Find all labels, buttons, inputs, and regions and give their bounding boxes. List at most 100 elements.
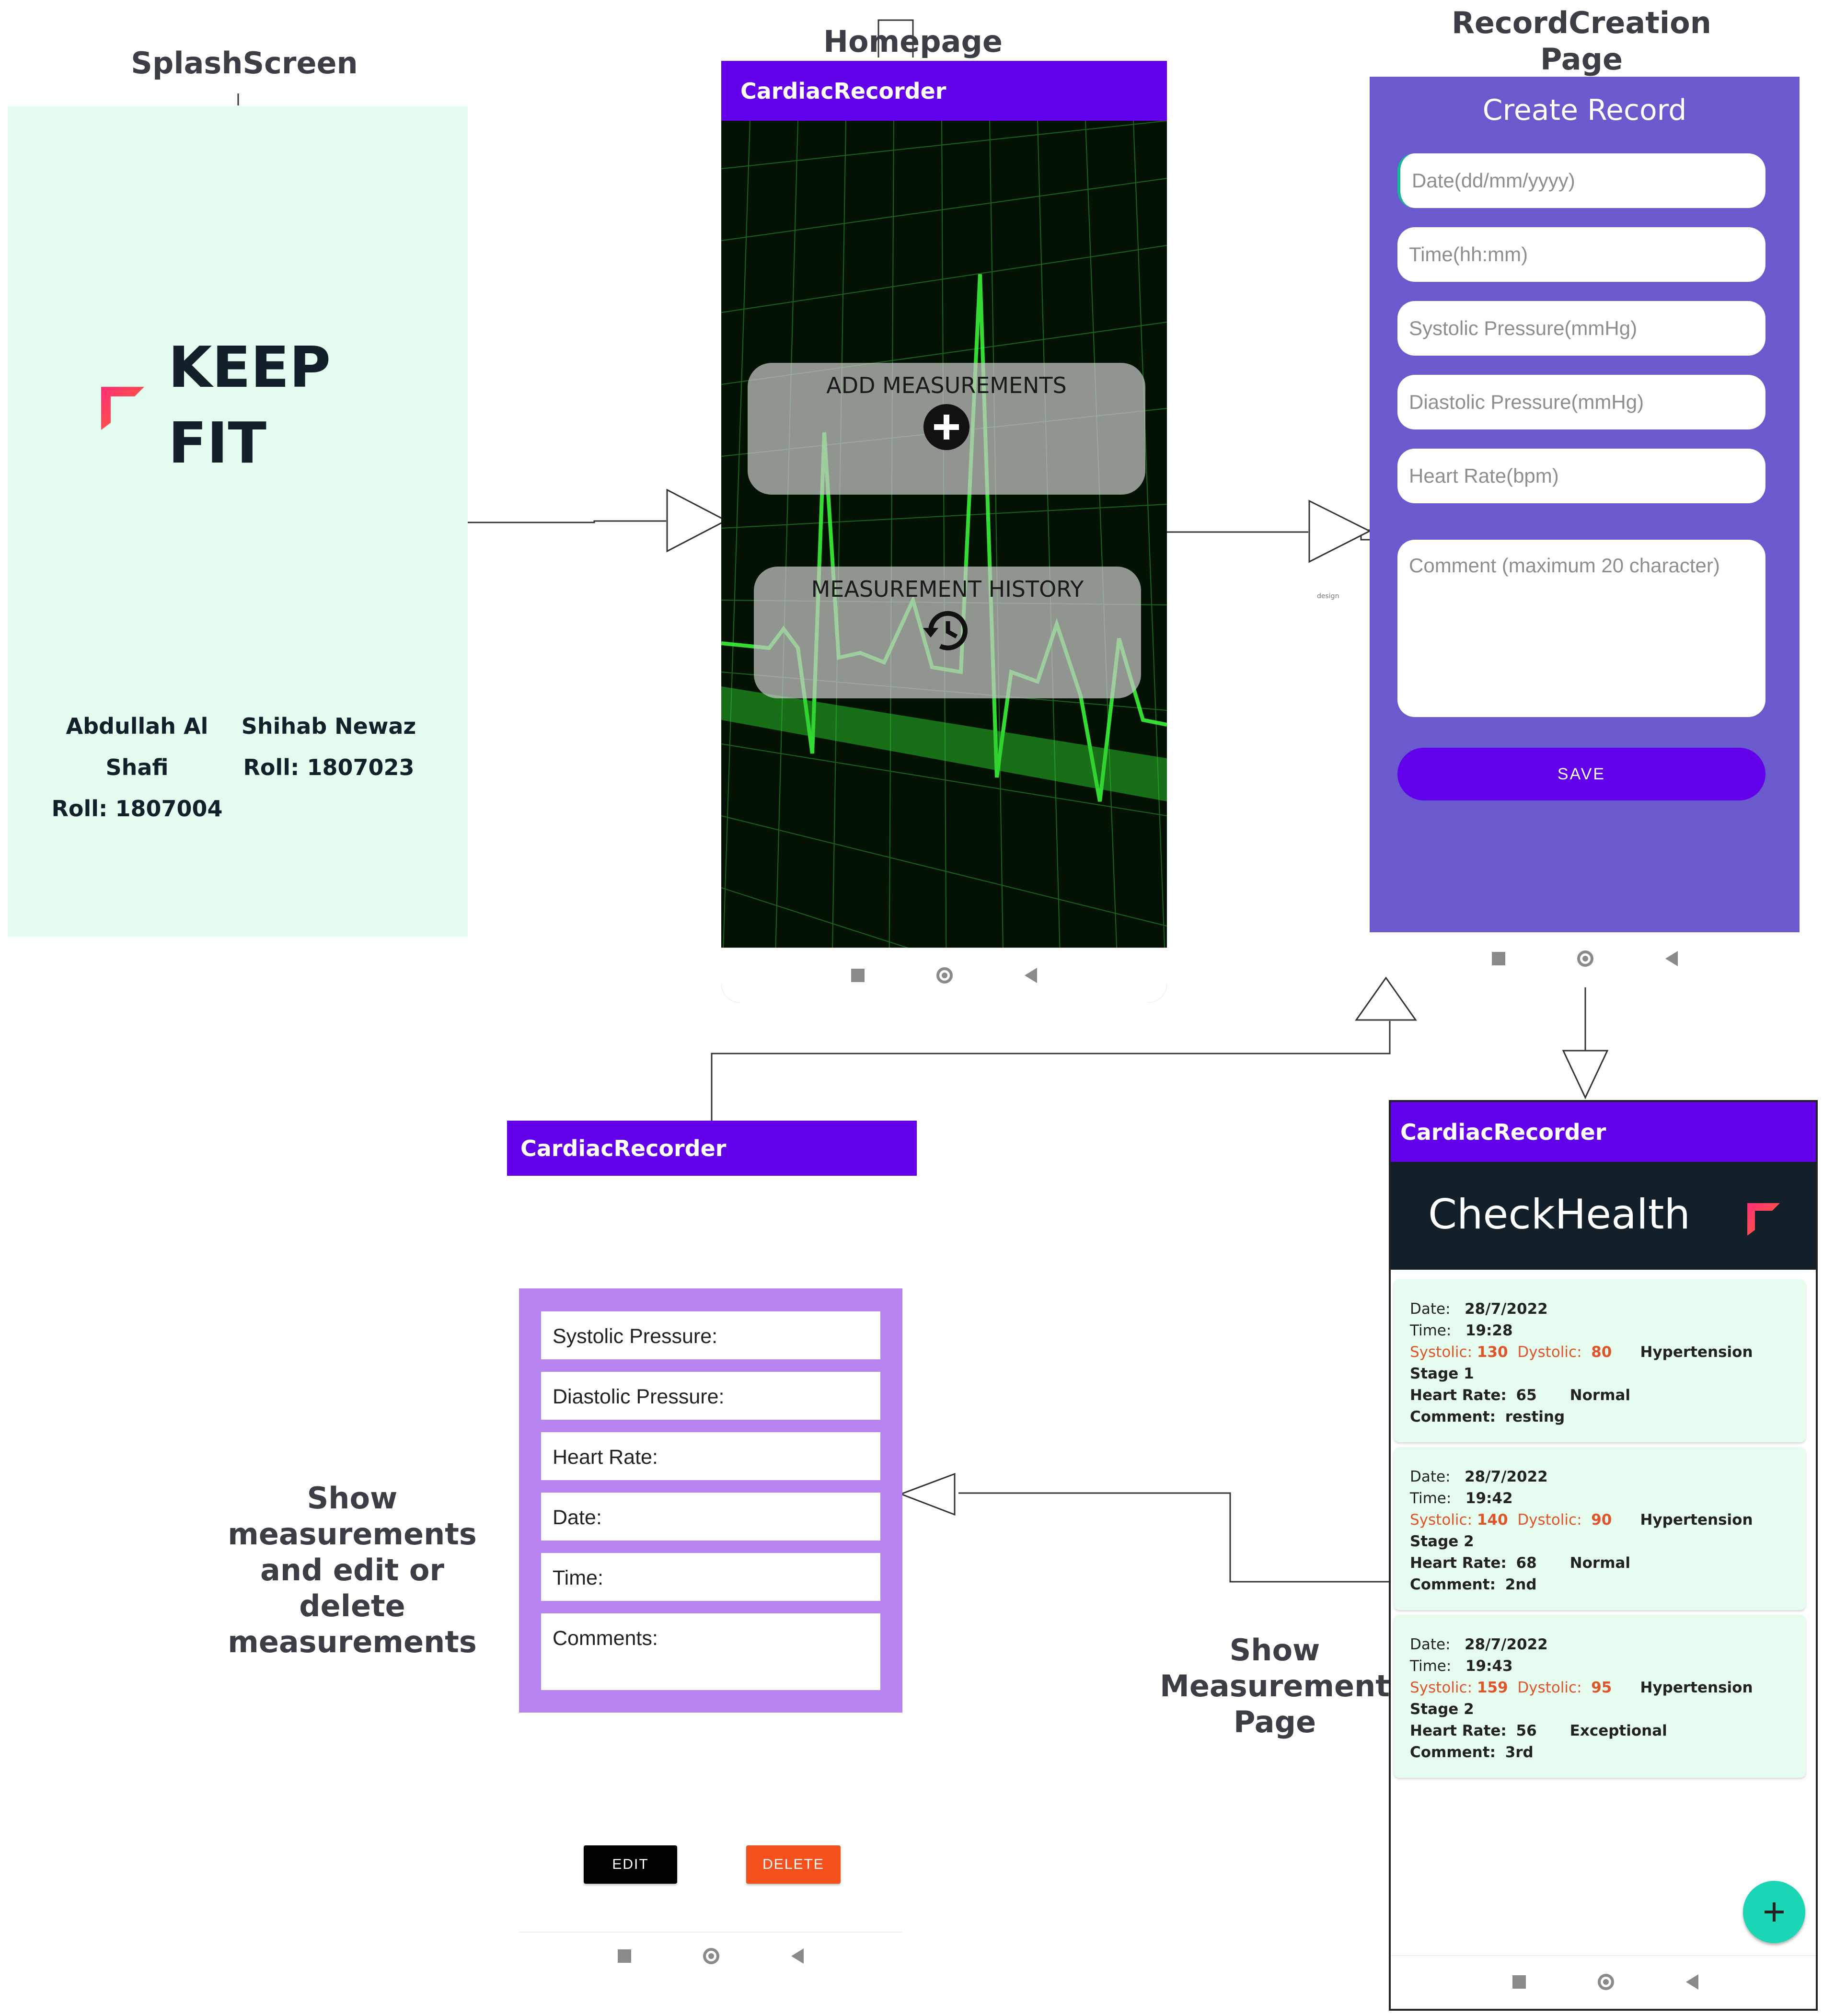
save-button[interactable]: SAVE	[1397, 748, 1765, 800]
edit-button[interactable]: EDIT	[584, 1845, 677, 1884]
systolic-field-placeholder: Systolic Pressure(mmHg)	[1409, 317, 1638, 339]
detail-frame: Systolic Pressure: Diastolic Pressure: H…	[519, 1288, 902, 1713]
ecg-background-image	[721, 121, 1167, 1003]
record-1-hr-status: Normal	[1569, 1387, 1631, 1404]
delete-button[interactable]: DELETE	[746, 1845, 841, 1884]
record-3-time-label: Time:	[1410, 1657, 1452, 1675]
recents-icon[interactable]	[618, 1949, 631, 1963]
back-icon[interactable]	[791, 1948, 804, 1964]
record-2-date: 28/7/2022	[1465, 1468, 1548, 1485]
homepage-nav-bar	[721, 948, 1167, 1003]
time-field[interactable]: Time(hh:mm)	[1397, 227, 1765, 282]
record-1-dia: 80	[1591, 1344, 1612, 1361]
comments-detail-field[interactable]: Comments:	[541, 1613, 880, 1690]
record-creation-title-line2: Page	[1540, 42, 1623, 77]
record-3-dia-label: Dystolic:	[1517, 1679, 1582, 1696]
heart-rate-detail-label: Heart Rate:	[553, 1446, 658, 1469]
splash-screen: KEEP FIT Abdullah Al Shafi Roll: 1807004…	[8, 106, 468, 937]
record-3-hr-label: Heart Rate:	[1410, 1722, 1507, 1739]
triangle-up	[1355, 976, 1417, 1021]
record-card-1[interactable]: Date: 28/7/2022 Time: 19:28 Systolic: 13…	[1394, 1279, 1806, 1442]
connector-show-detail	[958, 1492, 1390, 1583]
date-field[interactable]: Date(dd/mm/yyyy)	[1397, 153, 1765, 208]
triangle-left	[899, 1472, 956, 1516]
record-card-2[interactable]: Date: 28/7/2022 Time: 19:42 Systolic: 14…	[1394, 1447, 1806, 1610]
homepage-title: Homepage	[823, 24, 1003, 59]
plus-circle-icon	[923, 404, 969, 450]
measurement-history-button[interactable]: MEASUREMENT HISTORY	[754, 567, 1141, 698]
record-3-hr: 56	[1516, 1722, 1537, 1739]
diastolic-detail-label: Diastolic Pressure:	[553, 1385, 725, 1408]
record-2-dia-label: Dystolic:	[1517, 1511, 1582, 1529]
record-3-sys-label: Systolic:	[1410, 1679, 1473, 1696]
systolic-field[interactable]: Systolic Pressure(mmHg)	[1397, 301, 1765, 356]
back-icon[interactable]	[1685, 1974, 1698, 1990]
home-icon[interactable]	[936, 967, 953, 984]
record-3-status: Hypertension Stage 2	[1410, 1679, 1753, 1718]
author-2-roll: Roll: 1807023	[243, 754, 415, 780]
time-field-placeholder: Time(hh:mm)	[1409, 243, 1528, 266]
systolic-detail-label: Systolic Pressure:	[553, 1325, 718, 1348]
author-1-name: Abdullah Al Shafi	[66, 713, 208, 780]
diastolic-detail-field[interactable]: Diastolic Pressure:	[541, 1372, 880, 1420]
comments-detail-label: Comments:	[553, 1627, 658, 1650]
date-detail-field[interactable]: Date:	[541, 1493, 880, 1541]
record-1-date-label: Date:	[1410, 1300, 1451, 1318]
back-icon[interactable]	[1665, 951, 1678, 966]
show-nav-bar	[1391, 1955, 1816, 2008]
show-measurement-screen: CardiacRecorder CheckHealth Date: 28/7/2…	[1389, 1100, 1818, 2011]
record-3-comment-label: Comment:	[1410, 1744, 1496, 1761]
recents-icon[interactable]	[851, 969, 865, 982]
heart-rate-field-placeholder: Heart Rate(bpm)	[1409, 464, 1559, 487]
show-page-line2: Measurement	[1160, 1668, 1390, 1703]
record-1-sys-label: Systolic:	[1410, 1344, 1473, 1361]
comment-field[interactable]: Comment (maximum 20 character)	[1397, 540, 1765, 717]
splash-title-line1: KEEP	[168, 334, 331, 400]
heart-rate-detail-field[interactable]: Heart Rate:	[541, 1432, 880, 1480]
show-measurements-line2: measurements	[228, 1517, 477, 1552]
homepage-screen: CardiacRecorder ADD MEASUREMENTS	[721, 61, 1167, 1003]
connector-detail-record	[711, 1021, 1391, 1122]
date-detail-label: Date:	[553, 1506, 602, 1529]
show-measurements-line3: and edit or delete	[260, 1553, 445, 1623]
home-icon[interactable]	[1597, 1974, 1614, 1990]
keep-fit-logo-icon	[101, 387, 144, 430]
record-2-time-label: Time:	[1410, 1490, 1452, 1507]
connector-splash-home	[467, 520, 666, 523]
recents-icon[interactable]	[1491, 952, 1505, 965]
record-creation-screen: Create Record Date(dd/mm/yyyy) Time(hh:m…	[1370, 77, 1800, 932]
record-2-dia: 90	[1591, 1511, 1612, 1529]
record-1-dia-label: Dystolic:	[1517, 1344, 1582, 1361]
show-app-bar: CardiacRecorder	[1391, 1102, 1816, 1162]
splash-title-line2: FIT	[168, 410, 267, 476]
record-creation-nav-bar	[1370, 935, 1800, 983]
systolic-detail-field[interactable]: Systolic Pressure:	[541, 1311, 880, 1359]
record-3-date-label: Date:	[1410, 1636, 1451, 1653]
comment-field-placeholder: Comment (maximum 20 character)	[1409, 554, 1720, 577]
check-health-header: CheckHealth	[1391, 1162, 1816, 1270]
heart-rate-field[interactable]: Heart Rate(bpm)	[1397, 449, 1765, 503]
homepage-app-bar: CardiacRecorder	[721, 61, 1167, 121]
author-2: Shihab Newaz Roll: 1807023	[233, 706, 425, 788]
add-measurements-button[interactable]: ADD MEASUREMENTS	[748, 363, 1145, 495]
ecg-grid-graphic	[721, 121, 1167, 1003]
diastolic-field[interactable]: Diastolic Pressure(mmHg)	[1397, 375, 1765, 429]
triangle-right-1	[666, 488, 728, 553]
record-3-date: 28/7/2022	[1465, 1636, 1548, 1653]
show-measurements-line4: measurements	[228, 1624, 477, 1659]
splash-title: SplashScreen	[131, 46, 358, 81]
record-1-hr-label: Heart Rate:	[1410, 1387, 1507, 1404]
record-card-3[interactable]: Date: 28/7/2022 Time: 19:43 Systolic: 15…	[1394, 1615, 1806, 1778]
record-1-hr: 65	[1516, 1387, 1537, 1404]
triangle-down	[1562, 1050, 1609, 1100]
plus-icon	[1765, 1902, 1784, 1922]
add-record-fab[interactable]	[1743, 1881, 1805, 1943]
check-health-logo-icon	[1747, 1203, 1780, 1236]
author-1-roll: Roll: 1807004	[51, 796, 223, 822]
time-detail-field[interactable]: Time:	[541, 1553, 880, 1601]
date-field-placeholder: Date(dd/mm/yyyy)	[1412, 169, 1575, 192]
recents-icon[interactable]	[1512, 1975, 1526, 1989]
home-icon[interactable]	[1577, 950, 1593, 967]
home-icon[interactable]	[703, 1948, 719, 1964]
back-icon[interactable]	[1025, 968, 1037, 983]
